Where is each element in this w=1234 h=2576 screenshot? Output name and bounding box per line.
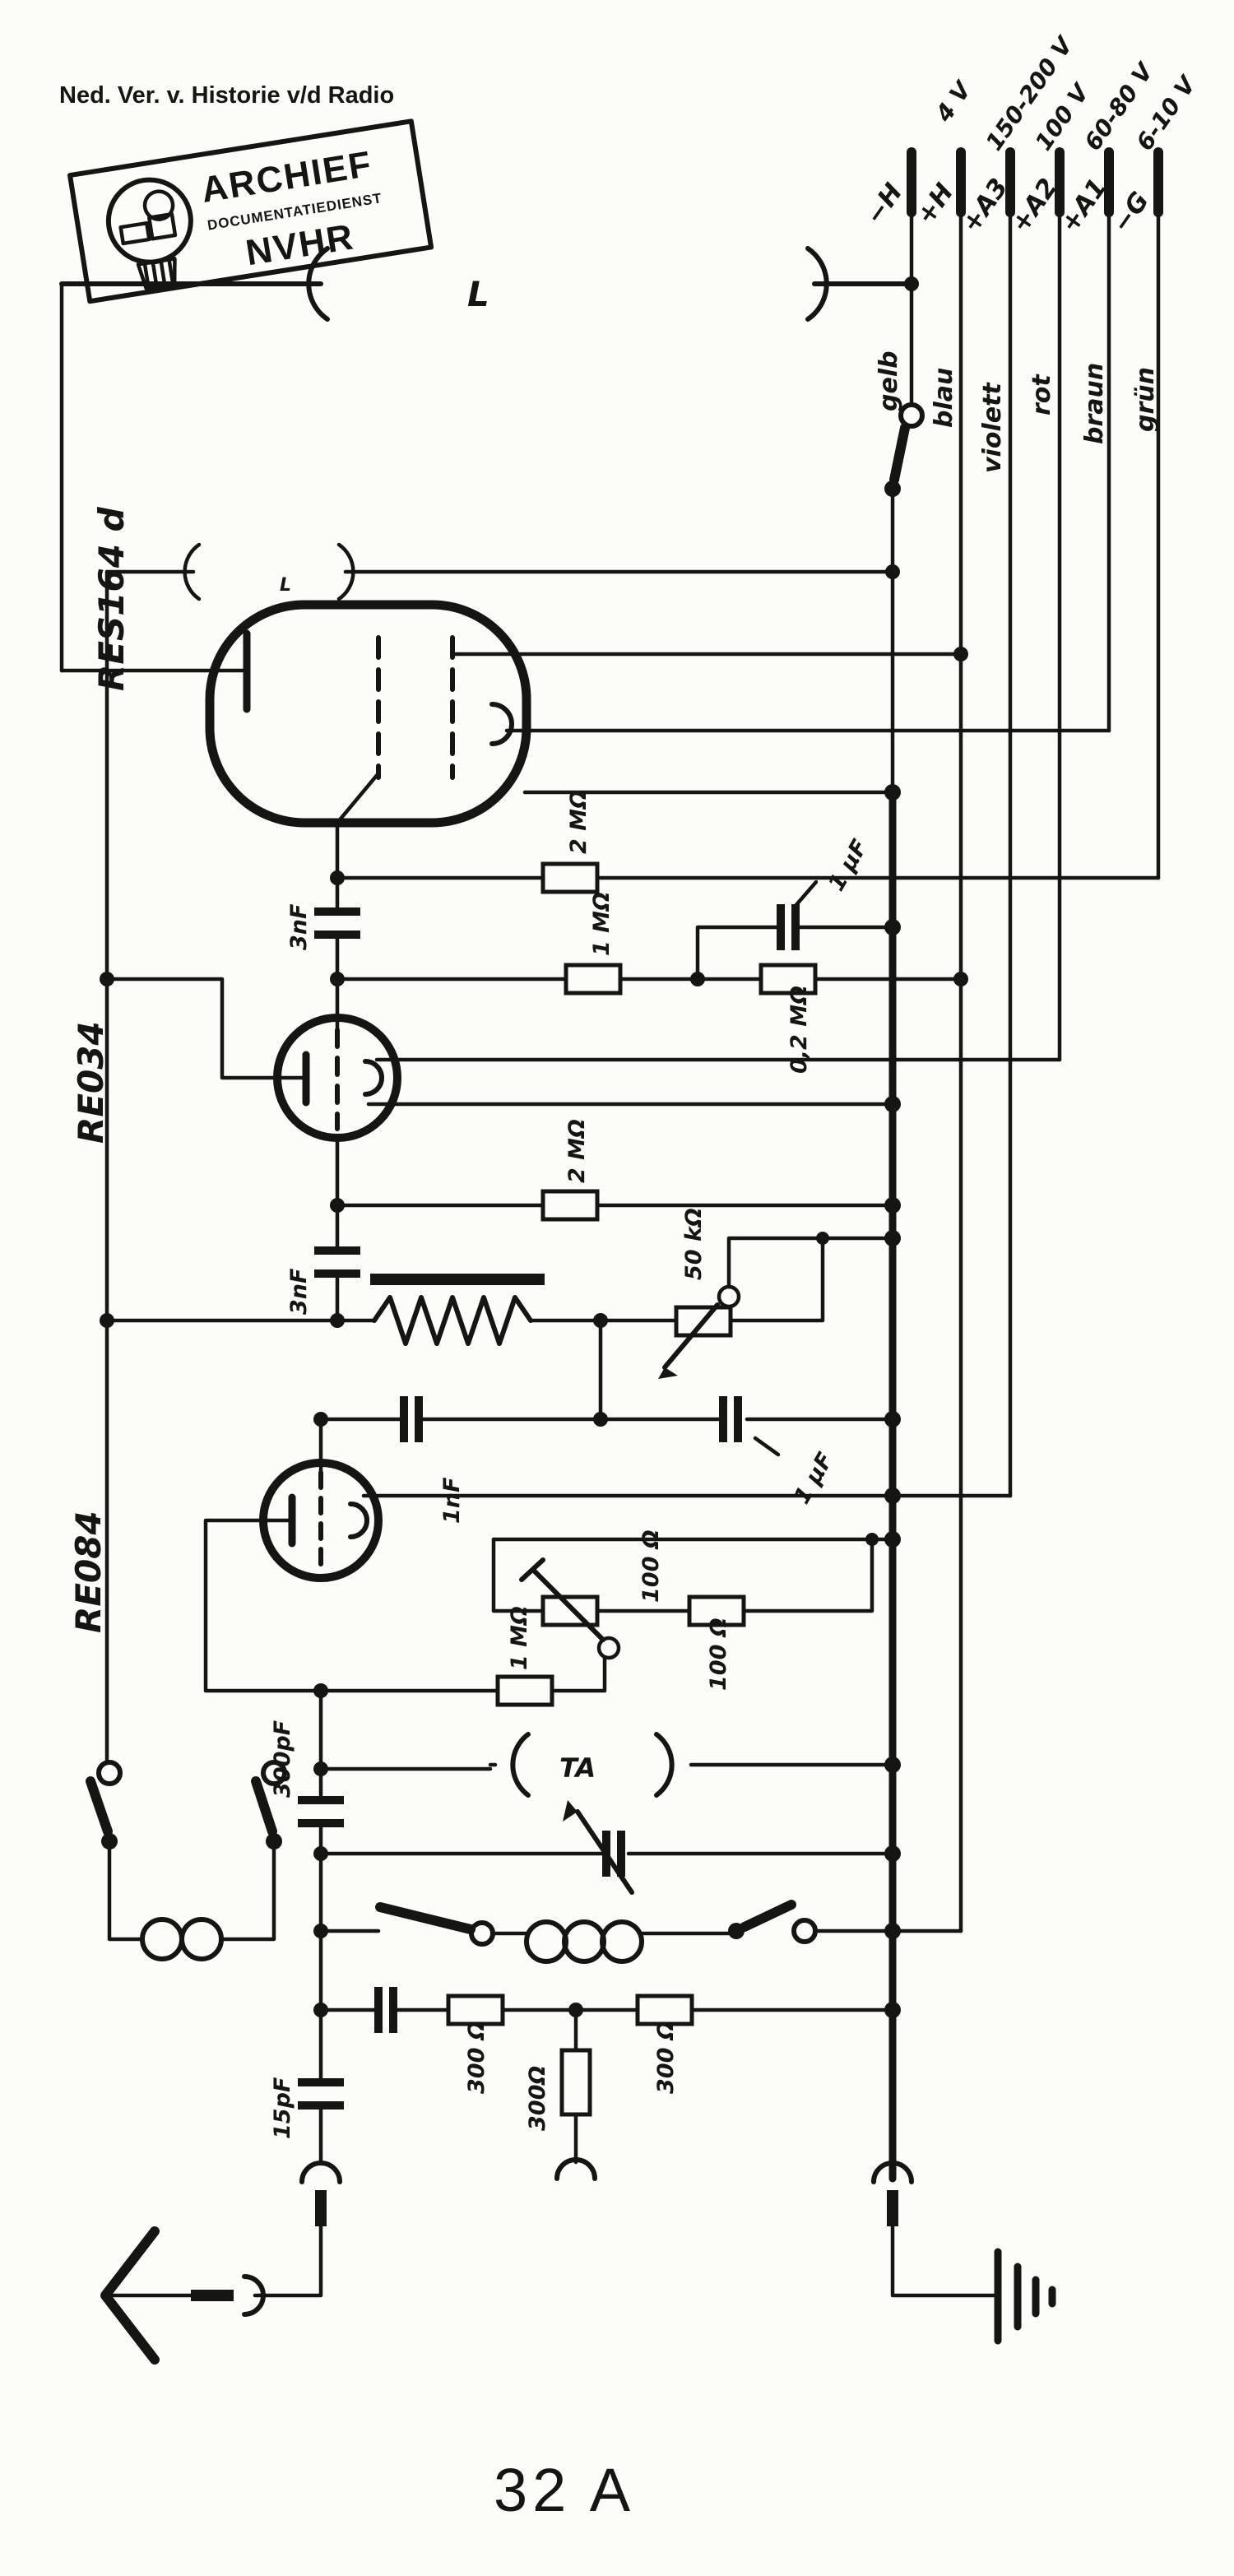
resistor-pot100-label: 100 Ω <box>638 1529 664 1603</box>
terminal-label-H-plus: +H <box>911 178 959 230</box>
tube3-label: RE084 <box>68 1511 109 1633</box>
cap-1uF-1-label: 1 µF <box>823 835 873 896</box>
wire-color-blau: blau <box>930 368 958 428</box>
tube2-label: RE034 <box>71 1021 111 1144</box>
terminal-voltage-heater: 4 V <box>930 75 977 127</box>
schematic-title: 32 A <box>494 2456 635 2524</box>
wire-color-gelb: gelb <box>874 350 903 411</box>
coil-L-label: L <box>467 274 489 314</box>
supply-wires <box>884 210 1161 2183</box>
terminal-label-H-minus: −H <box>860 178 908 230</box>
wire-color-rot: rot <box>1028 374 1056 415</box>
resistor-50k-label: 50 kΩ <box>681 1208 707 1280</box>
wire-color-gruen: grün <box>1131 367 1160 432</box>
aerial-jack <box>299 2161 342 2184</box>
archive-header-text: Ned. Ver. v. Historie v/d Radio <box>59 82 394 109</box>
wire-color-violett: violett <box>978 382 1007 473</box>
cap-1nF-label: 1nF <box>439 1477 465 1524</box>
pickup-TA-label: TA <box>559 1752 596 1784</box>
earth-jack <box>871 2161 914 2184</box>
af-grid-line: 1nF 1 µF <box>318 1396 901 1524</box>
grid-coil-socket: L <box>104 542 900 1765</box>
waveband-switch-row <box>313 1900 963 1964</box>
tube-res164d: RES164 d <box>59 506 1111 880</box>
tube-re034: RE034 <box>71 972 1062 1208</box>
aerial-icon <box>100 2226 160 2365</box>
resistor-100-2-label: 100 Ω <box>706 1618 731 1691</box>
output-filter-row: 300 Ω 300Ω 300 Ω <box>313 1987 901 2181</box>
resistor-1M-2-label: 1 MΩ <box>507 1606 532 1670</box>
aerial-switch-loop <box>86 1760 287 1961</box>
ground-icon <box>994 2248 1056 2345</box>
antenna-coil-socket: L <box>59 246 914 673</box>
aerial-input: 15pF <box>100 2007 344 2365</box>
resistor-300-2-label: 300Ω <box>525 2066 550 2131</box>
cap-3nF-2-label: 3nF <box>286 1268 312 1315</box>
stamp-border <box>67 118 434 304</box>
ballast-row: 50 kΩ <box>100 1208 901 1422</box>
resistor-1M-1-label: 1 MΩ <box>589 892 615 956</box>
potentiometer-50k: 50 kΩ <box>658 1208 901 1379</box>
resistor-2M-1-label: 2 MΩ <box>566 790 591 854</box>
af-coupling-network: 2 MΩ 3nF <box>286 1119 901 1323</box>
cap-1uF-2-label: 1 µF <box>789 1448 838 1509</box>
resistor-300-1-label: 300 Ω <box>464 2021 489 2094</box>
output-network: 100 Ω 100 Ω 1 MΩ <box>313 1529 901 1707</box>
lightbulb-icon <box>105 177 193 290</box>
cap-3nF-1-label: 3nF <box>286 903 312 950</box>
pickup-row: TA <box>313 1688 901 1798</box>
resistor-300-3-label: 300 Ω <box>653 2021 679 2094</box>
nvhr-stamp: ARCHIEF DOCUMENTATIEDIENST NVHR <box>67 118 434 304</box>
aerial-socket <box>242 2274 266 2317</box>
detector-grid-network: 2 MΩ 3nF 1 MΩ 0,2 MΩ 1 µF <box>286 790 1161 1074</box>
cap-15pF-label: 15pF <box>270 2077 295 2139</box>
tube1-label: RES164 d <box>91 506 132 691</box>
resistor-2M-2-label: 2 MΩ <box>564 1119 590 1183</box>
filament-switch <box>884 402 925 497</box>
coil-small-label: L <box>280 575 291 596</box>
wire-color-braun: braun <box>1080 363 1109 444</box>
tube-re084: RE084 <box>68 1412 1013 1693</box>
phone-jack <box>554 2157 597 2181</box>
earth-connection <box>871 2161 1056 2345</box>
potentiometer-100: 100 Ω <box>519 1529 664 1660</box>
